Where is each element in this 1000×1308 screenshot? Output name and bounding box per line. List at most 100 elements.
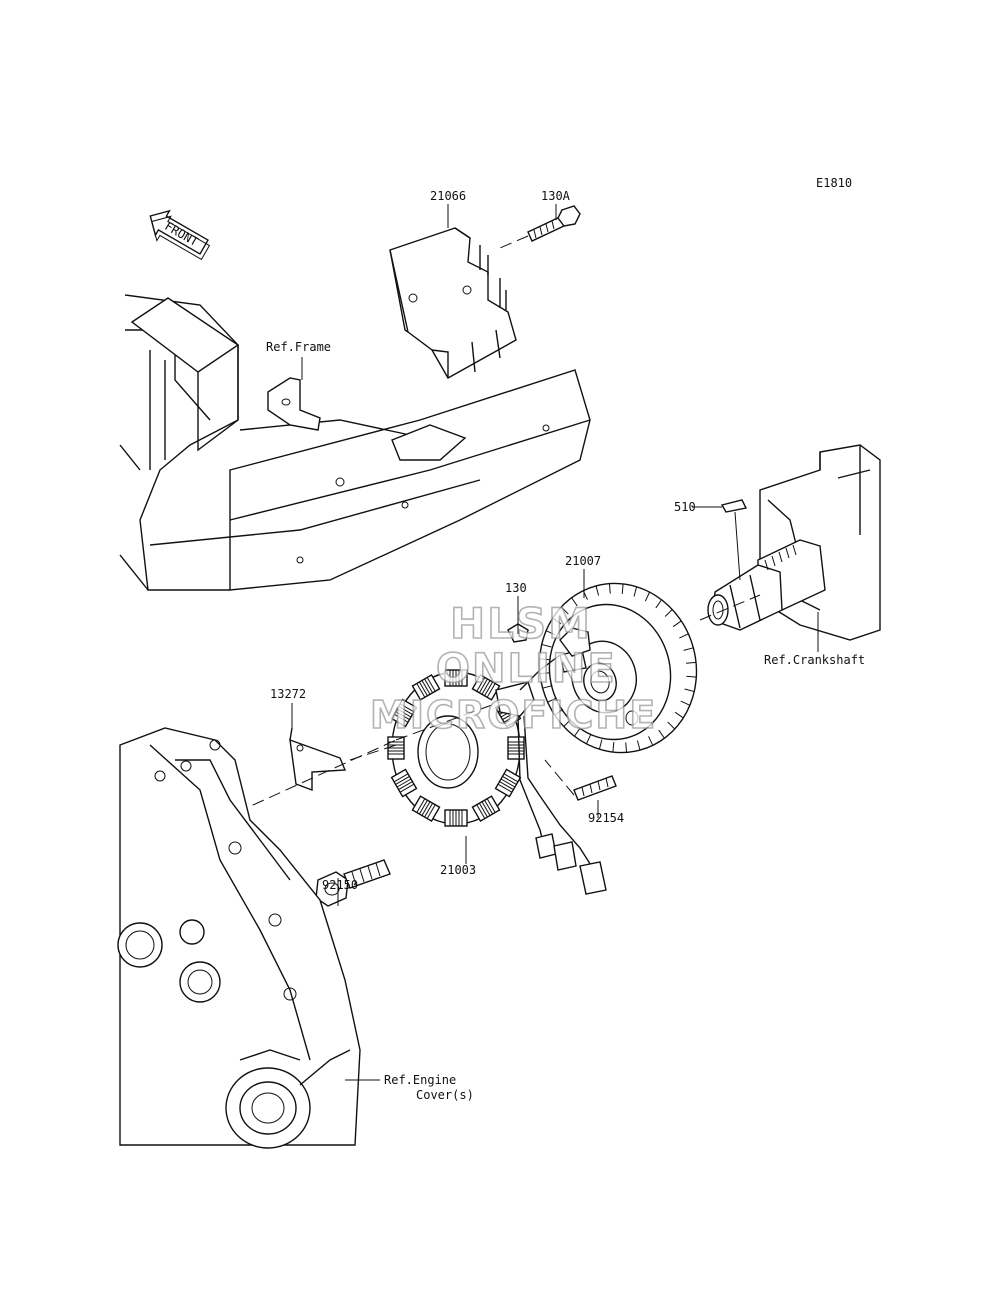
rotor-tooth (625, 742, 628, 753)
label-ref-engine-cover: Cover(s) (416, 1088, 474, 1102)
rotor-tooth (545, 630, 556, 636)
stator-winding (497, 783, 513, 793)
bolt-92154 (544, 759, 617, 801)
label-92150-final: 92150 (322, 878, 358, 892)
regulator-21066 (389, 227, 517, 379)
stator-winding (421, 680, 431, 695)
stator-winding (398, 781, 413, 791)
stator-winding (396, 778, 412, 788)
stator-winding (478, 678, 488, 694)
rotor-tooth (667, 721, 676, 730)
engine-cover-drawing (117, 727, 361, 1149)
stator-winding (486, 683, 496, 698)
stator-winding (396, 708, 412, 718)
rotor-tooth (679, 633, 689, 639)
stator-winding (499, 781, 514, 791)
stator-winding (424, 802, 434, 818)
front-label: FRONT (162, 219, 200, 249)
rotor-tooth (612, 742, 615, 753)
rotor-tooth (554, 708, 564, 716)
rotor-tooth (636, 740, 641, 751)
label-92154: 92154 (588, 811, 624, 825)
label-21007: 21007 (565, 554, 601, 568)
stator-winding (486, 798, 496, 813)
stator-winding (395, 711, 410, 721)
stator-winding (478, 802, 488, 818)
label-ref-frame: Ref.Frame (266, 340, 331, 354)
frame-drawing (119, 294, 591, 591)
stator-winding (502, 775, 517, 785)
stator-winding (484, 799, 494, 815)
rotor-tooth (598, 739, 603, 750)
rotor-tooth (552, 617, 562, 625)
label-ref-engine: Ref.Engine (384, 1073, 456, 1087)
rotor-tooth (539, 658, 550, 661)
rotor-tooth (672, 620, 682, 628)
rotor-tooth (680, 700, 691, 706)
rotor-tooth (658, 729, 665, 739)
rotor-tooth (574, 727, 581, 737)
rotor-tooth (674, 711, 684, 719)
rotor-tooth (684, 688, 695, 693)
rotor-tooth (595, 585, 600, 596)
stator-winding (481, 680, 491, 695)
crankshaft-drawing (700, 444, 881, 641)
label-21066: 21066 (430, 189, 466, 203)
rotor-tooth (585, 734, 592, 745)
stator-winding (481, 801, 491, 816)
stator-winding (395, 775, 410, 785)
leader-lines (291, 204, 819, 1081)
label-510: 510 (674, 500, 696, 514)
label-13272: 13272 (270, 687, 306, 701)
stator-winding (426, 677, 436, 692)
rotor-tooth (683, 647, 694, 651)
stator-winding (399, 783, 415, 793)
stator-winding (399, 703, 415, 713)
stator-winding (416, 683, 426, 698)
stator-21003 (387, 627, 607, 895)
stator-winding (476, 677, 486, 692)
bolt-130A (499, 205, 581, 249)
watermark-line3: MICROFICHE (370, 693, 657, 737)
stator-winding (500, 778, 516, 788)
rotor-tooth (655, 599, 662, 609)
stator-winding (398, 705, 413, 715)
rotor-tooth (664, 609, 673, 617)
stator-winding (421, 801, 431, 816)
rotor-tooth (633, 586, 638, 597)
rotor-tooth (539, 672, 550, 675)
rotor-tooth (542, 685, 553, 689)
stator-winding (476, 804, 486, 819)
rotor-tooth (571, 597, 578, 607)
rotor-tooth (621, 583, 624, 594)
rotor-tooth (644, 591, 651, 602)
stator-winding (484, 681, 494, 697)
rotor-tooth (547, 697, 557, 703)
label-130A: 130A (541, 189, 571, 203)
label-21003: 21003 (440, 863, 476, 877)
rotor-tooth (541, 643, 552, 648)
watermark: HLSM ONLINE MICROFICHE (369, 598, 657, 738)
stator-winding (418, 799, 428, 815)
label-130: 130 (505, 581, 527, 595)
label-ref-crankshaft: Ref.Crankshaft (764, 653, 865, 667)
stator-winding (418, 681, 428, 697)
rotor-tooth (686, 661, 697, 664)
stator-winding (503, 773, 519, 783)
rotor-tooth (560, 606, 569, 615)
diagram-code: E1810 (816, 176, 852, 190)
front-arrow-icon: FRONT (149, 209, 211, 261)
alignment-lines (219, 594, 761, 821)
rotor-tooth (686, 675, 697, 678)
stator-winding (393, 713, 409, 723)
stator-winding (393, 773, 409, 783)
watermark-line2: ONLINE (436, 646, 617, 692)
stator-winding (424, 678, 434, 694)
stator-winding (426, 804, 436, 819)
stator-winding (416, 798, 426, 813)
rotor-tooth (648, 736, 654, 746)
rotor-21007 (538, 582, 698, 754)
watermark-line1: HLSM (450, 599, 592, 648)
rotor-tooth (563, 719, 572, 727)
